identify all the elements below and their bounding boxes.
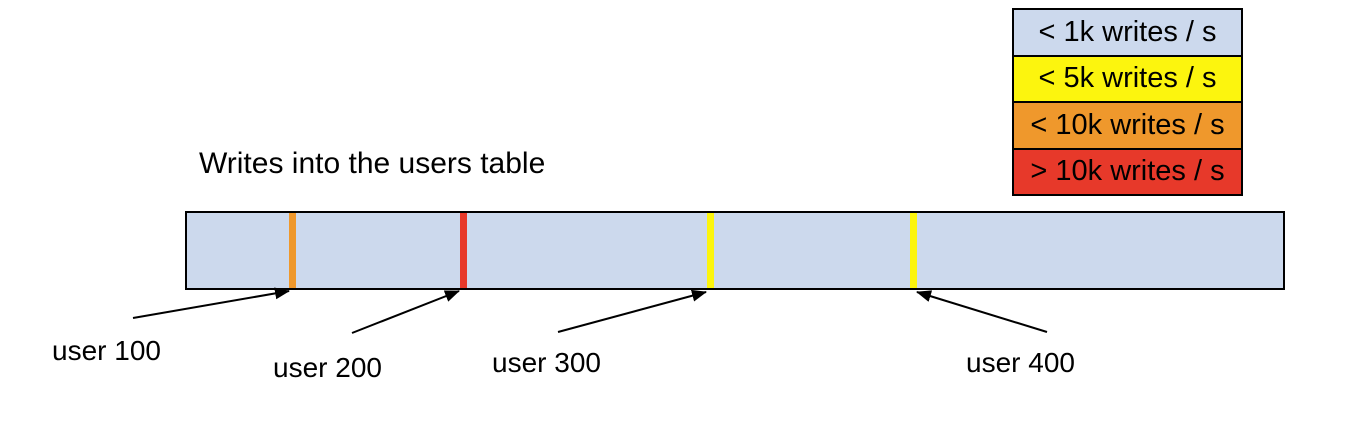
- legend: < 1k writes / s < 5k writes / s < 10k wr…: [1012, 8, 1243, 196]
- legend-item-label: < 5k writes / s: [1038, 62, 1217, 95]
- arrow-user-200: [351, 290, 460, 334]
- arrow-user-100: [132, 287, 290, 319]
- write-rate-stripe-user-300: [706, 213, 714, 288]
- marker-label-user-400: user 400: [966, 347, 1075, 378]
- arrow-user-400: [916, 290, 1048, 333]
- legend-item-gt-10k: > 10k writes / s: [1014, 147, 1241, 194]
- legend-item-label: < 10k writes / s: [1030, 108, 1225, 141]
- legend-item-label: > 10k writes / s: [1030, 155, 1225, 188]
- marker-label-user-200: user 200: [273, 352, 382, 383]
- write-rate-stripe-user-400: [909, 213, 917, 288]
- arrow-user-300: [557, 289, 707, 333]
- write-rate-stripe-user-200: [459, 213, 467, 288]
- users-table-bar: [185, 211, 1285, 290]
- legend-item-lt-1k: < 1k writes / s: [1014, 10, 1241, 55]
- diagram-title: Writes into the users table: [199, 147, 546, 180]
- write-rate-stripe-user-100: [288, 213, 296, 288]
- legend-item-lt-5k: < 5k writes / s: [1014, 54, 1241, 101]
- legend-item-label: < 1k writes / s: [1038, 15, 1217, 48]
- legend-item-lt-10k: < 10k writes / s: [1014, 101, 1241, 148]
- marker-label-user-100: user 100: [52, 335, 161, 366]
- marker-label-user-300: user 300: [492, 347, 601, 378]
